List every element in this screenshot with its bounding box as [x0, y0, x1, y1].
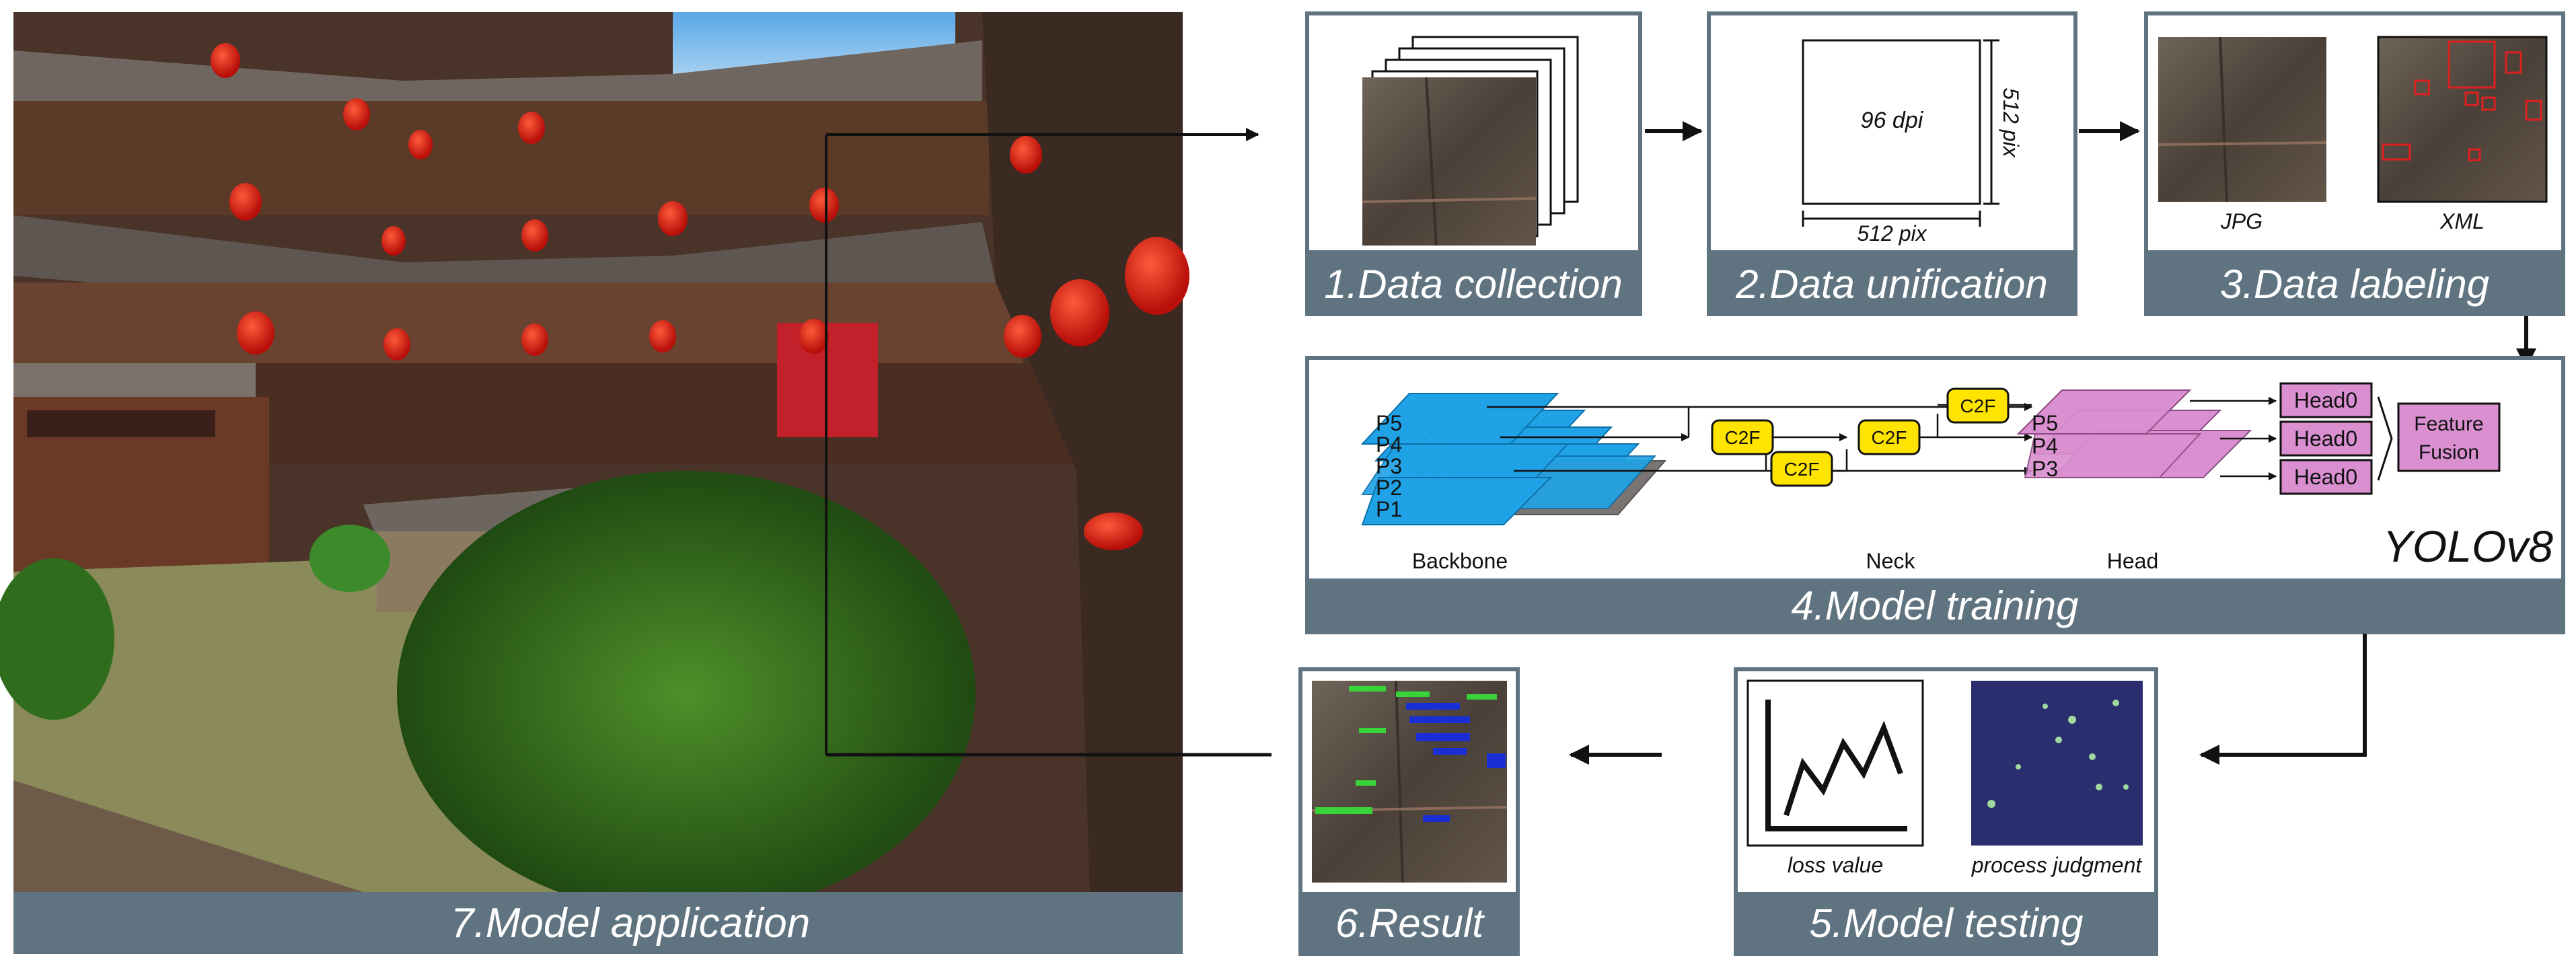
- judgment-spots: [1987, 700, 2129, 808]
- head0-block-2: [2279, 420, 2373, 457]
- jpg-label: JPG: [2220, 209, 2262, 233]
- hall-sign: [27, 410, 215, 437]
- judgment-image: [1971, 681, 2143, 846]
- floor-1: [256, 363, 1144, 464]
- panel-model-application: 7.Model application: [0, 12, 1189, 954]
- title-data-unification: 2.Data unification: [1735, 262, 2048, 307]
- label-backbone: Backbone: [1412, 549, 1508, 573]
- head-arrows: [2190, 396, 2277, 481]
- loss-value-curve: [1783, 720, 1903, 817]
- c2f-label-3: C2F: [1872, 427, 1907, 448]
- xml-label: XML: [2439, 209, 2485, 233]
- panel-result: 6.Result: [1298, 667, 1520, 956]
- fusion-bracket: [2377, 396, 2393, 481]
- head0-label-1: Head0: [2294, 388, 2357, 412]
- xml-image: [2377, 36, 2548, 203]
- floor-3: [13, 101, 989, 215]
- jpg-image: [2158, 37, 2326, 202]
- height-label: 512 pix: [1999, 87, 2023, 157]
- backbone-p5: P5: [1376, 411, 1402, 435]
- model-name: YOLOv8: [2383, 521, 2553, 571]
- c2f-label-2: C2F: [1784, 459, 1820, 480]
- backbone-p4: P4: [1376, 433, 1402, 457]
- c2f-block-3: [1857, 419, 1921, 455]
- caption-bar-5: [1736, 892, 2156, 954]
- head0-blocks: Head0 Head0 Head0: [2279, 382, 2373, 495]
- result-image: [1312, 681, 1507, 883]
- railing: [13, 780, 363, 892]
- head0-label-2: Head0: [2294, 426, 2357, 451]
- title-model-testing: 5.Model testing: [1810, 901, 2084, 946]
- c2f-blocks: C2F C2F C2F C2F: [1711, 387, 2010, 487]
- head-p5: P5: [2032, 411, 2058, 435]
- caption-bar-4: [1307, 578, 2563, 632]
- detections-green: [1315, 686, 1497, 814]
- arrow-4-to-5: [2199, 634, 2367, 765]
- c2f-label-4: C2F: [1960, 396, 1996, 416]
- c2f-block-4: [1946, 387, 2010, 424]
- loss-value-label: loss value: [1788, 853, 1883, 877]
- head-layers: [2016, 389, 2252, 478]
- unified-image-box: [1802, 39, 1981, 205]
- title-result: 6.Result: [1335, 901, 1485, 946]
- caption-bar-7: [13, 892, 1183, 954]
- dpi-label: 96 dpi: [1861, 108, 1924, 133]
- caption-bar-2: [1709, 250, 2075, 314]
- feature-fusion-label-1: Feature: [2414, 413, 2483, 435]
- tree-big: [397, 471, 976, 915]
- c2f-block-1: [1711, 419, 1774, 455]
- feature-fusion-block: [2397, 402, 2501, 472]
- lanterns: [211, 43, 1189, 550]
- feature-fusion-label-2: Fusion: [2419, 441, 2479, 463]
- right-building: [982, 12, 1183, 892]
- label-head: Head: [2107, 549, 2159, 573]
- loss-chart-axes: [1765, 700, 1907, 831]
- caption-bar-3: [2146, 250, 2563, 314]
- label-boxes: [2382, 40, 2542, 161]
- head0-label-3: Head0: [2294, 465, 2357, 489]
- bush: [309, 525, 390, 592]
- title-data-collection: 1.Data collection: [1324, 262, 1623, 307]
- head0-block-1: [2279, 382, 2373, 418]
- caption-bar-1: [1307, 250, 1640, 314]
- detections-blue: [1406, 703, 1506, 822]
- label-neck: Neck: [1866, 549, 1916, 573]
- panel-data-labeling: JPG XML 3.Data labeling: [2144, 11, 2565, 316]
- panel-model-testing: loss value process judgment 5.Model test…: [1734, 667, 2158, 956]
- wood-sample-image: [1362, 77, 1536, 246]
- panel-model-training: P5 P4 P3 P2 P1 Backbone C2F C2F: [1305, 356, 2565, 634]
- tree-left: [0, 558, 114, 720]
- backbone-p1: P1: [1376, 497, 1402, 521]
- head0-block-3: [2279, 459, 2373, 495]
- panel-data-collection: 1.Data collection: [1305, 11, 1642, 316]
- width-label: 512 pix: [1857, 221, 1927, 246]
- backbone-p3: P3: [1376, 454, 1402, 478]
- panel-data-unification: 96 dpi 512 pix 512 pix 2.Data unificatio…: [1707, 11, 2077, 316]
- title-data-labeling: 3.Data labeling: [2220, 262, 2489, 307]
- title-model-application: 7.Model application: [451, 900, 810, 946]
- backbone-layers: [1360, 393, 1667, 525]
- image-stack: [1362, 36, 1579, 246]
- title-model-training: 4.Model training: [1792, 583, 2079, 628]
- process-judgment-label: process judgment: [1971, 853, 2143, 877]
- backbone-p2: P2: [1376, 476, 1402, 500]
- c2f-label-1: C2F: [1725, 427, 1761, 448]
- caption-bar-6: [1300, 892, 1518, 954]
- head-p3: P3: [2032, 457, 2058, 481]
- head-p4: P4: [2032, 434, 2058, 458]
- c2f-block-2: [1770, 451, 1833, 487]
